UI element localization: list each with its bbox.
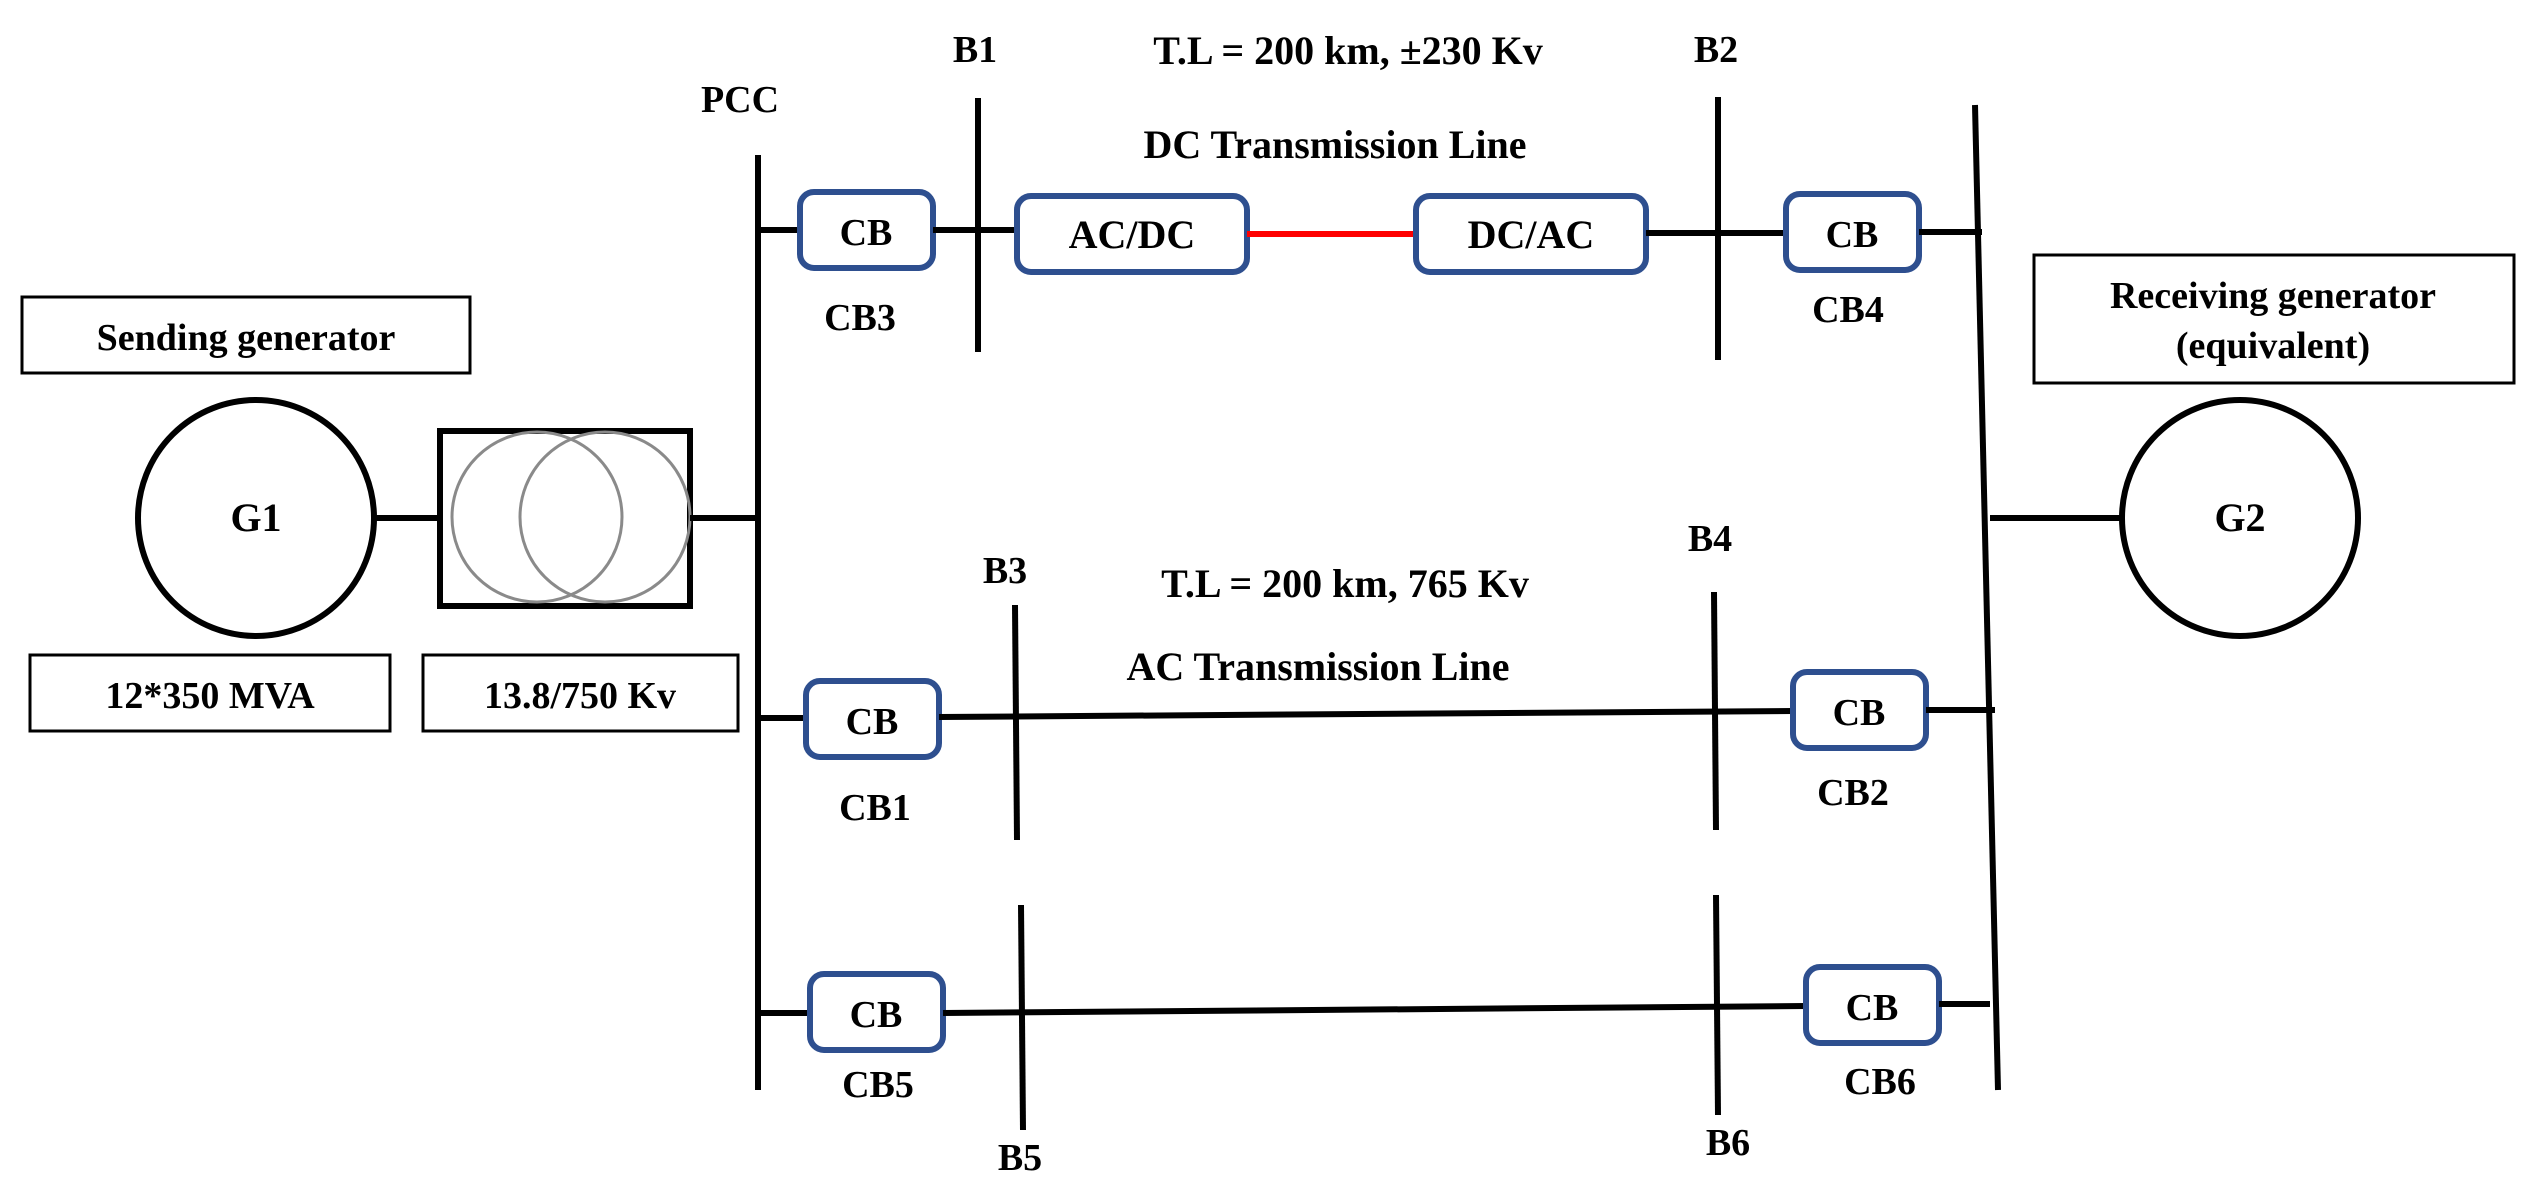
dc-line-title: DC Transmission Line <box>1143 122 1526 167</box>
cb2-symbol: CB <box>1833 692 1886 734</box>
bus-b4-label: B4 <box>1688 518 1732 560</box>
bus-b6 <box>1713 894 1721 1116</box>
cb3-label: CB3 <box>824 297 896 339</box>
cb5-symbol: CB <box>850 994 903 1036</box>
bus-b5-label: B5 <box>998 1137 1042 1179</box>
rectifier-label: AC/DC <box>1069 212 1196 257</box>
transformer-rating-label: 13.8/750 Kv <box>484 675 676 717</box>
receiving-bus <box>1972 104 2001 1091</box>
bus-b4 <box>1711 591 1719 831</box>
inverter-label: DC/AC <box>1468 212 1595 257</box>
sending-generator-label: Sending generator <box>97 317 396 359</box>
cb6-label: CB6 <box>1844 1061 1916 1103</box>
receiving-generator-label: Receiving generator <box>2110 275 2436 317</box>
transformer-winding-primary <box>450 430 624 604</box>
g1-rating-label: 12*350 MVA <box>105 675 315 717</box>
ac-transmission-line <box>938 708 1794 720</box>
cb4-symbol: CB <box>1826 214 1879 256</box>
ac-line-title: AC Transmission Line <box>1126 644 1509 689</box>
bus-b3-label: B3 <box>983 550 1027 592</box>
cb1-symbol: CB <box>846 701 899 743</box>
generator-g2 <box>2119 397 2361 639</box>
bus-b2-label: B2 <box>1694 29 1738 71</box>
receiving-generator-label-box <box>2032 253 2516 385</box>
cb4-label: CB4 <box>1812 289 1884 331</box>
sending-generator-label-box <box>20 295 472 375</box>
bus-b5 <box>1018 904 1026 1131</box>
bus-b6-label: B6 <box>1706 1122 1750 1164</box>
cb5-label: CB5 <box>842 1064 914 1106</box>
bottom-transmission-line <box>942 1003 1807 1016</box>
receiving-generator-sublabel: (equivalent) <box>2176 325 2370 367</box>
ac-line-spec: T.L = 200 km, 765 Kv <box>1161 561 1529 606</box>
dc-line-spec: T.L = 200 km, ±230 Kv <box>1153 28 1543 73</box>
generator-g1-label: G1 <box>230 495 281 540</box>
bus-b3 <box>1012 604 1020 841</box>
cb1-label: CB1 <box>839 787 911 829</box>
pcc-label: PCC <box>701 79 779 121</box>
transformer-rating-box <box>421 653 740 733</box>
cb2-label: CB2 <box>1817 772 1889 814</box>
g1-rating-box <box>28 653 392 733</box>
transformer-box <box>437 428 693 609</box>
circuit-breaker-cb1 <box>803 678 942 760</box>
generator-g2-label: G2 <box>2214 495 2265 540</box>
bus-b1-label: B1 <box>953 29 997 71</box>
cb6-symbol: CB <box>1846 987 1899 1029</box>
cb3-symbol: CB <box>840 212 893 254</box>
